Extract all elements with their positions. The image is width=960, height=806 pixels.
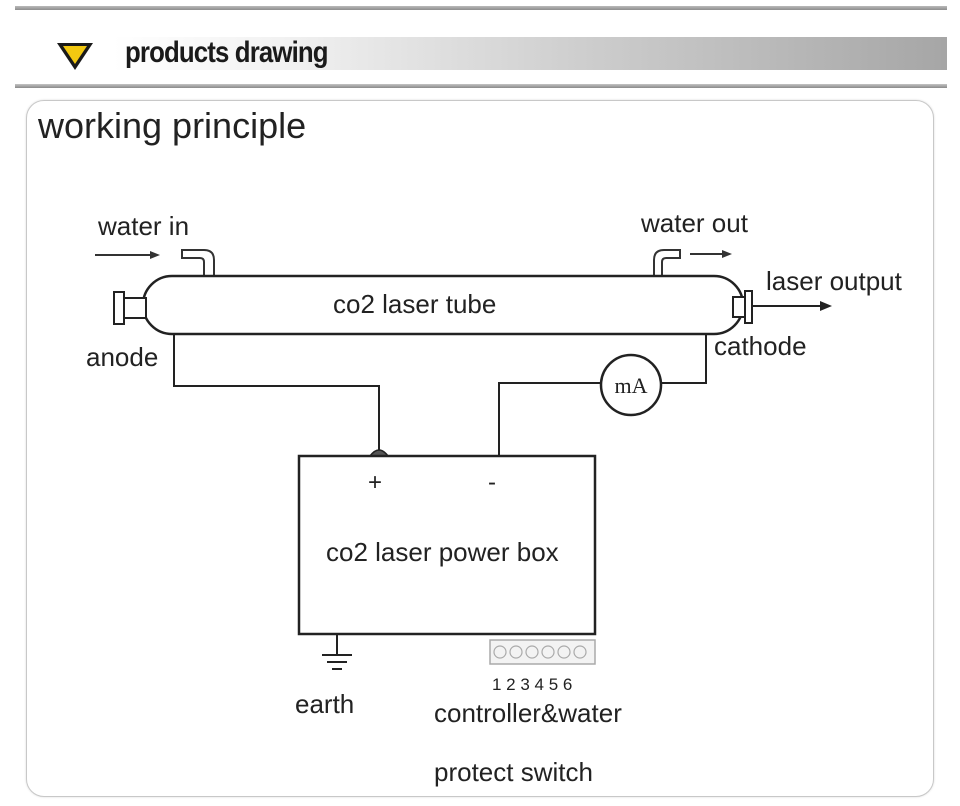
milliammeter <box>599 353 663 417</box>
laser-output-label: laser output <box>766 266 903 296</box>
controller-label-line1: controller&water <box>434 698 622 728</box>
water-in-label: water in <box>97 211 189 241</box>
earth-ground-icon <box>322 634 352 670</box>
power-box <box>297 454 597 636</box>
six-pin-connector <box>489 639 596 665</box>
header-bar <box>112 37 947 70</box>
power-box-label: co2 laser power box <box>326 537 559 567</box>
water-in-arrow <box>95 251 160 259</box>
water-out-pipe <box>653 249 681 276</box>
water-out-label: water out <box>640 208 749 238</box>
anode-connector <box>113 291 147 325</box>
earth-label: earth <box>295 689 354 719</box>
diagram-title: working principle <box>37 105 306 146</box>
water-out-arrow <box>690 250 732 258</box>
section-title: products drawing <box>125 36 329 69</box>
water-in-pipe <box>181 249 215 277</box>
negative-wire <box>498 382 601 456</box>
header-divider <box>15 84 947 88</box>
pin-numbers: 1 2 3 4 5 6 <box>492 675 572 694</box>
diagram-panel <box>26 100 934 797</box>
meter-label: mA <box>615 373 648 398</box>
cathode-label: cathode <box>714 331 807 361</box>
cathode-wire <box>661 334 707 384</box>
controller-label-line2: protect switch <box>434 757 593 787</box>
tube-label: co2 laser tube <box>333 289 496 319</box>
anode-wire <box>173 334 380 450</box>
laser-output-arrow <box>752 301 832 311</box>
minus-sign: - <box>488 469 496 496</box>
top-divider <box>15 6 947 10</box>
anode-label: anode <box>86 342 158 372</box>
triangle-down-icon <box>57 43 93 70</box>
plus-sign: + <box>368 469 382 496</box>
